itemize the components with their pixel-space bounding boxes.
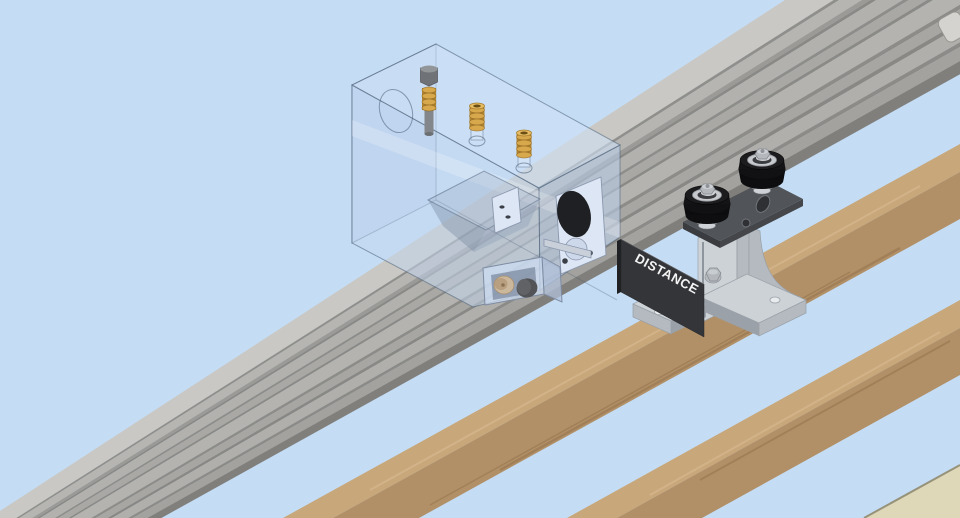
clamp-hole (562, 258, 568, 264)
beam2-top-face (567, 300, 960, 518)
brass-insert (468, 102, 486, 147)
beam2-front-face (617, 328, 960, 518)
workbench-surface (863, 464, 960, 518)
housing-hidden-edge (435, 199, 618, 301)
housing-fasteners[interactable] (420, 65, 533, 174)
housing-bore-hole (378, 89, 414, 133)
beam2-grain (699, 340, 951, 481)
clamp-slot (499, 205, 505, 209)
plate-slot (755, 195, 771, 213)
clamp-slot (505, 215, 511, 219)
roller-tray (482, 256, 563, 306)
rail-stripe (112, 26, 960, 518)
base-hole (769, 296, 781, 304)
housing-sheen (352, 120, 620, 238)
plate-hole (741, 218, 751, 228)
idler-roller-axle (501, 283, 505, 287)
beam1-top-face (283, 144, 960, 518)
rail-clamp-assembly[interactable] (482, 176, 607, 306)
web-hex-bolt (704, 267, 722, 284)
hex-bolt (420, 65, 438, 136)
beam1-grain (369, 185, 921, 491)
threaded-rod (543, 238, 592, 259)
ghost-housing[interactable] (350, 43, 622, 308)
beam1-grain (499, 246, 901, 472)
idler-roller-gray-face (517, 279, 531, 295)
rail-end-cap (937, 11, 960, 43)
wood-beam-2[interactable] (567, 300, 960, 518)
bracket-base (699, 273, 807, 337)
housing-top-face (350, 43, 622, 189)
beam1-front-face (333, 172, 960, 518)
v-wheel-rear (738, 148, 786, 195)
clamp-plate-left (491, 186, 522, 234)
distance-bracket[interactable]: DISTANCE (617, 148, 807, 338)
brass-insert (515, 129, 533, 174)
bearing-hole (557, 190, 591, 238)
beam2-grain (649, 331, 941, 496)
v-wheel-front (683, 183, 731, 230)
idler-roller-tan-face (494, 278, 508, 290)
